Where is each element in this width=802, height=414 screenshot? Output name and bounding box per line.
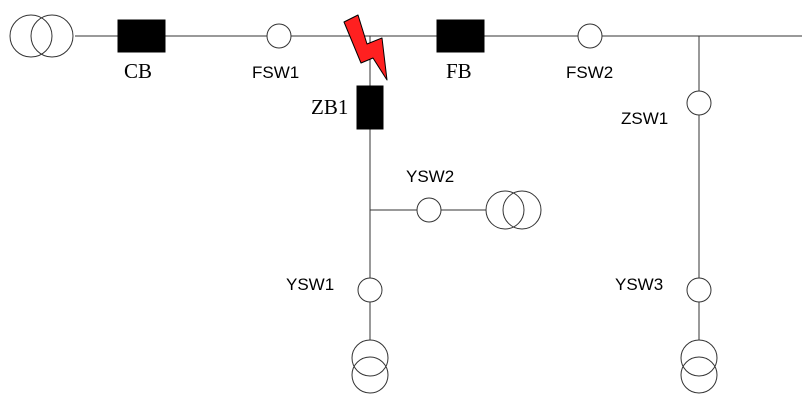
switch-ysw2-icon	[416, 197, 442, 223]
load-transformer-ysw2-icon	[485, 190, 542, 230]
label-fsw1: FSW1	[252, 63, 299, 82]
breaker-zb1-icon	[356, 85, 384, 130]
load-transformer-ysw1-icon	[351, 339, 389, 394]
label-fb: FB	[446, 59, 472, 83]
breaker-fb-icon	[436, 19, 485, 53]
label-ysw2: YSW2	[406, 167, 454, 186]
load-transformer-ysw3-icon	[680, 339, 718, 394]
label-zsw1: ZSW1	[621, 109, 668, 128]
label-zb1: ZB1	[311, 95, 348, 119]
source-transformer-icon	[9, 14, 74, 58]
label-ysw3: YSW3	[615, 275, 663, 294]
switch-ysw3-icon	[686, 277, 712, 303]
label-fsw2: FSW2	[566, 63, 613, 82]
switch-fsw1-icon	[266, 23, 292, 49]
fault-lightning-icon	[343, 14, 388, 81]
switch-ysw1-icon	[357, 277, 383, 303]
switch-zsw1-icon	[686, 90, 712, 116]
label-cb: CB	[124, 59, 152, 83]
label-ysw1: YSW1	[286, 275, 334, 294]
switch-fsw2-icon	[577, 23, 603, 49]
breaker-cb-icon	[117, 19, 166, 53]
